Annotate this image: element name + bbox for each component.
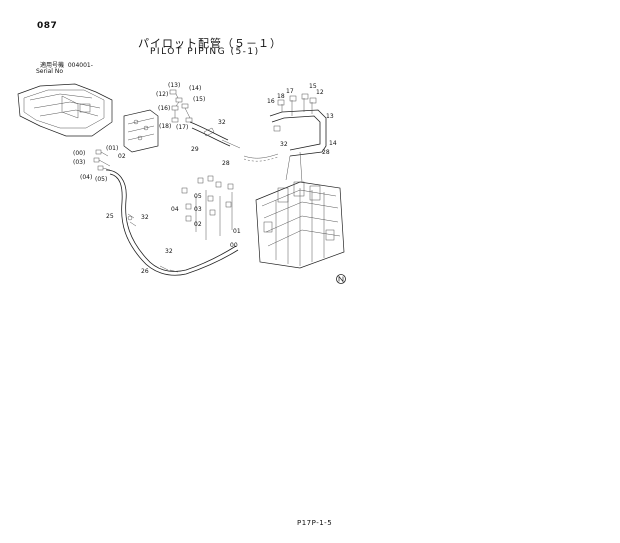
callout-label: (13) [168, 82, 180, 89]
page-title-japanese: パイロット配管（５－１） [138, 37, 282, 50]
serial-label: Serial No [36, 68, 64, 75]
machine-outline [17, 83, 113, 137]
callout-label: 25 [106, 213, 114, 220]
callout-label: 05 [194, 193, 202, 200]
callout-label: (04) [80, 174, 92, 181]
callout-label: 28 [322, 149, 330, 156]
control-valve-assembly [255, 181, 345, 269]
callout-label: (16) [158, 105, 170, 112]
serial-value: 004001- [67, 62, 93, 69]
callout-label: 03 [194, 206, 202, 213]
callout-label: 13 [326, 113, 334, 120]
page-title: PILOT PIPING (5-1) [150, 47, 260, 57]
callout-label: 32 [280, 141, 288, 148]
callout-label: (01) [106, 145, 118, 152]
middle-fittings [181, 175, 234, 240]
pilot-valve-block [123, 109, 159, 153]
callout-label: (14) [189, 85, 201, 92]
footer-code: P17P-1-5 [297, 519, 333, 527]
callout-label: 29 [191, 146, 199, 153]
callout-label: 28 [222, 160, 230, 167]
fittings-left [93, 149, 111, 171]
north-circle-icon [336, 274, 346, 284]
callout-label: 16 [267, 98, 275, 105]
callout-label: 01 [233, 228, 241, 235]
serial-label-japanese: 適用号機 [40, 62, 65, 69]
callout-label: 02 [194, 221, 202, 228]
callout-label: 26 [141, 268, 149, 275]
callout-label: 00 [230, 242, 238, 249]
callout-label: (00) [73, 150, 85, 157]
callout-label: 32 [165, 248, 173, 255]
callout-label: (17) [176, 124, 188, 131]
callout-label: (12) [156, 91, 168, 98]
callout-label: (18) [159, 123, 171, 130]
callout-label: 32 [141, 214, 149, 221]
callout-label: 02 [118, 153, 126, 160]
pilot-hoses-top [189, 121, 279, 162]
serial-range: 適用号機 004001- [40, 60, 93, 69]
callout-label: 17 [286, 88, 294, 95]
pilot-hose-loop [105, 169, 239, 276]
callout-labels: (13) (14) (12) (15) (16) (18) (17) (01) … [73, 82, 337, 275]
callout-label: (03) [73, 159, 85, 166]
callout-label: (15) [193, 96, 205, 103]
fittings-upper-left [169, 89, 193, 123]
callout-label: 18 [277, 93, 285, 100]
callout-label: 14 [329, 140, 337, 147]
callout-label: 15 [309, 83, 317, 90]
callout-label: 04 [171, 206, 179, 213]
right-pilot-pipes [269, 93, 327, 183]
callout-label: 32 [218, 119, 226, 126]
page-number: 087 [37, 21, 58, 31]
callout-label: (05) [95, 176, 107, 183]
callout-label: 12 [316, 89, 324, 96]
